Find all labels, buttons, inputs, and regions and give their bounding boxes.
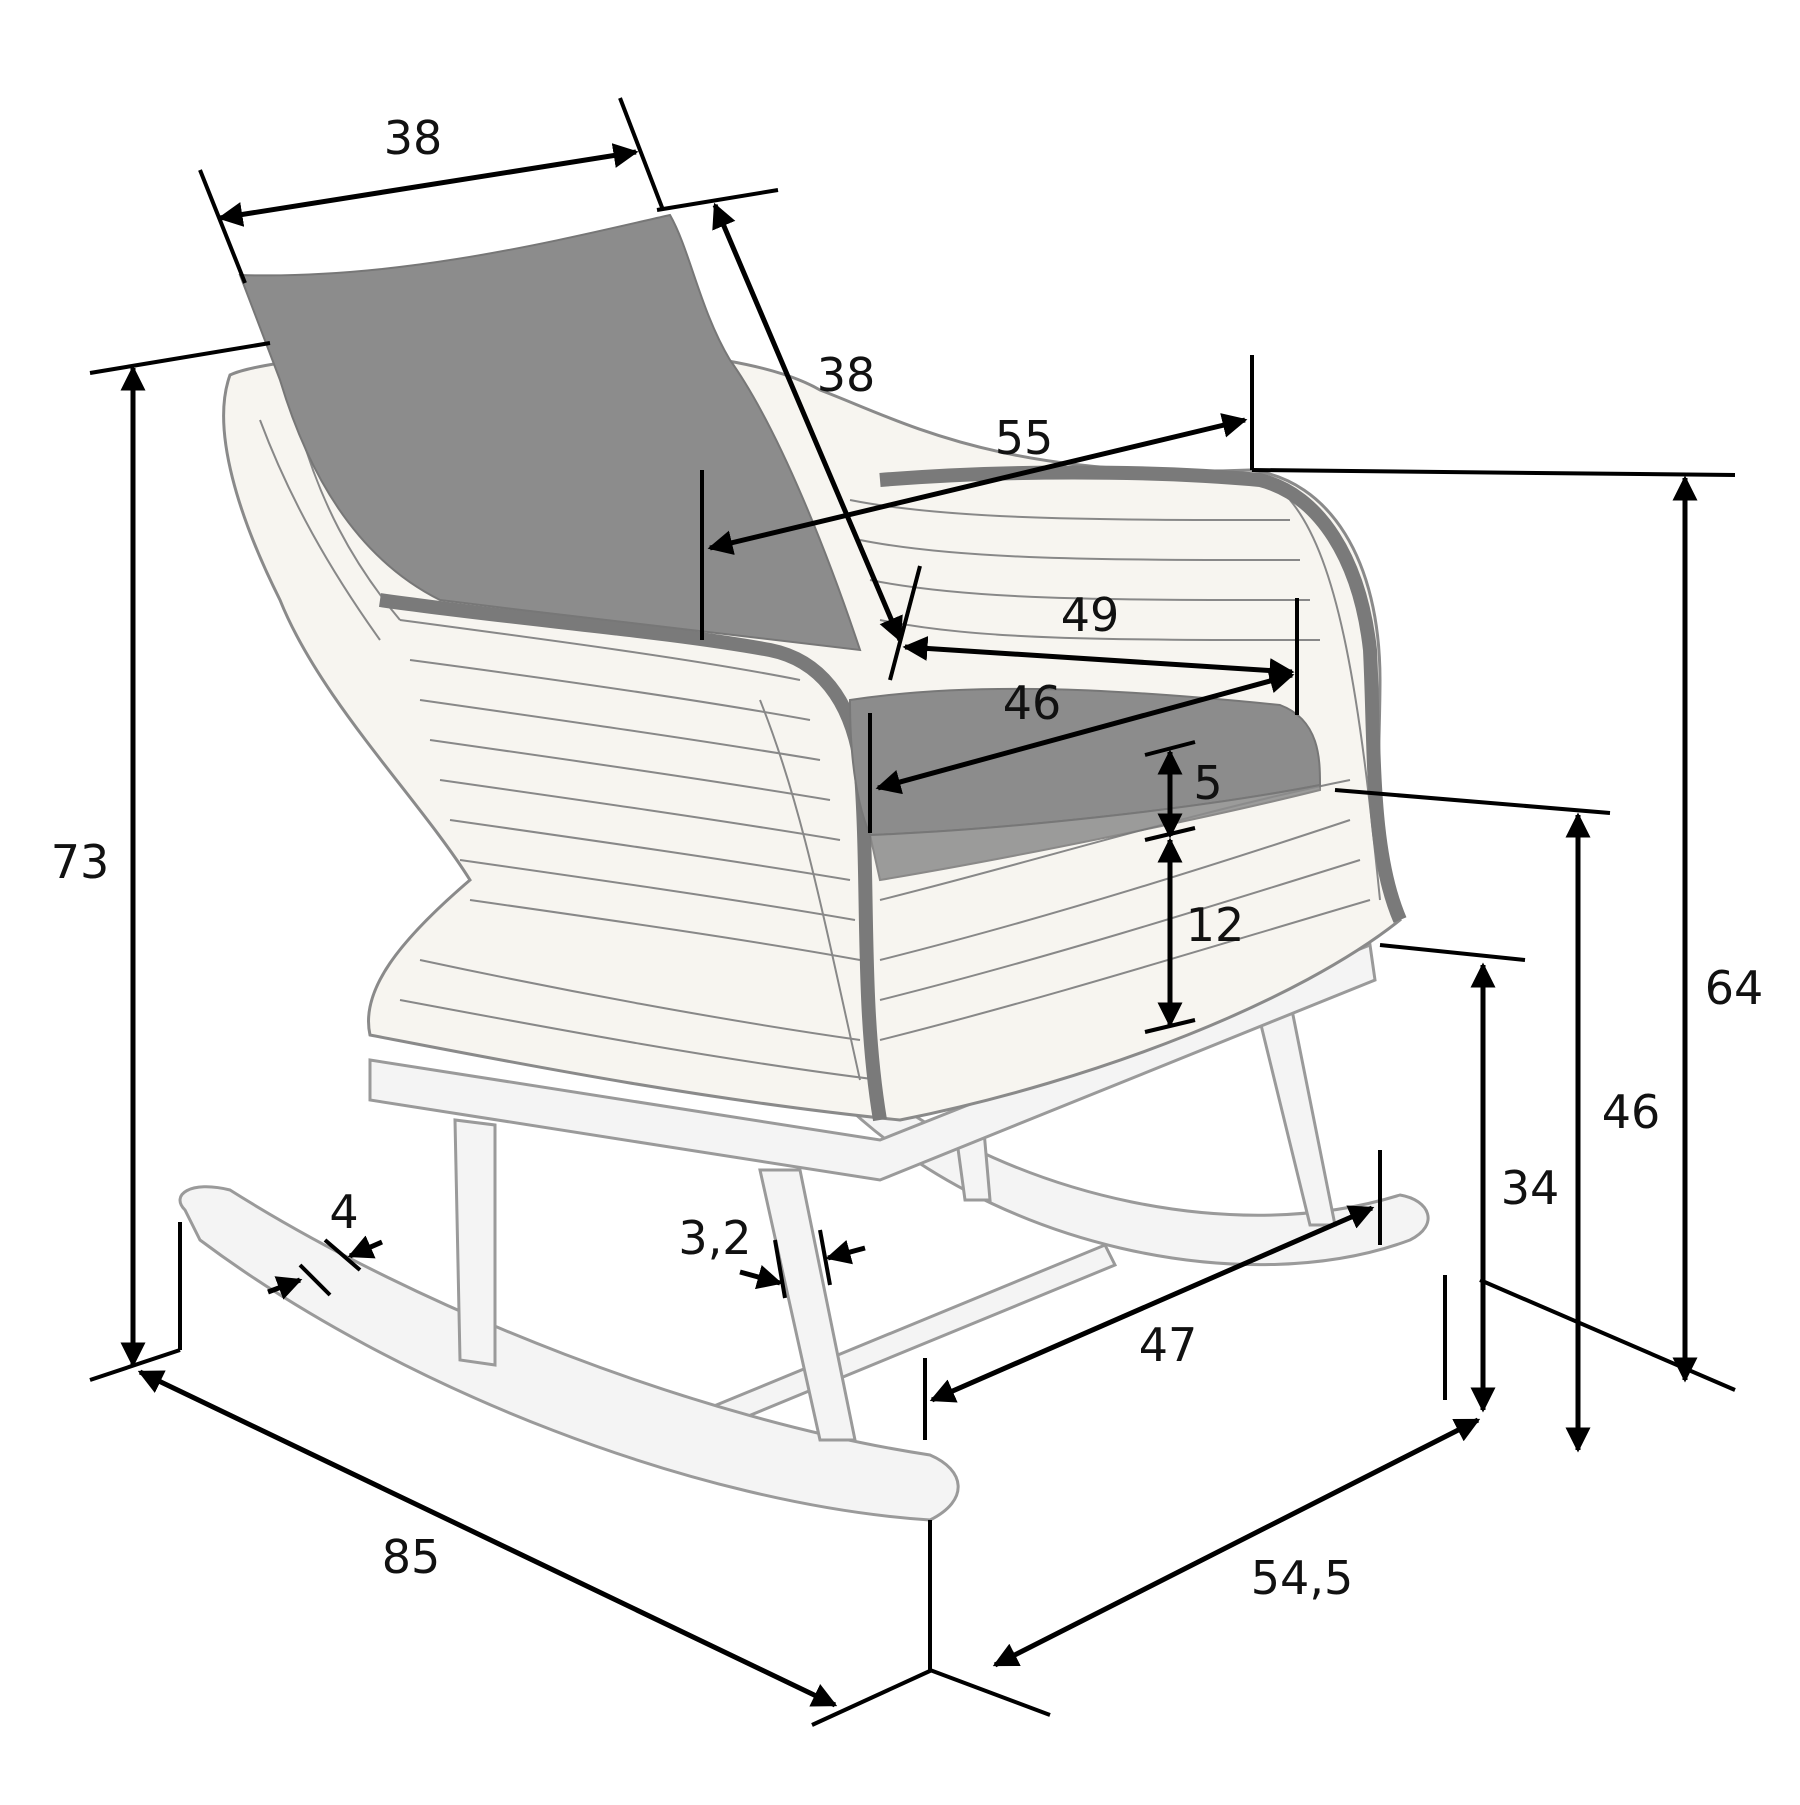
label-backrest-width: 38: [383, 111, 443, 165]
label-seat-height: 46: [1601, 1085, 1661, 1139]
dim-line-depth: [992, 1417, 1481, 1668]
front-left-leg: [453, 1118, 497, 1367]
label-overall-width: 55: [994, 411, 1054, 465]
dim-line-leg-diameter-b: [825, 1240, 866, 1265]
label-leg-diameter: 3,2: [678, 1211, 752, 1265]
label-seat-frame-height: 12: [1185, 898, 1245, 952]
dim-line-backrest-width: [217, 143, 639, 227]
label-cushion-thickness: 5: [1193, 756, 1223, 810]
label-seat-depth: 49: [1060, 588, 1120, 642]
label-rocker-thickness: 4: [329, 1185, 359, 1239]
dim-line-seat-depth: [902, 635, 1295, 684]
dimension-lines: [89, 97, 1736, 1727]
label-rocker-length: 85: [381, 1530, 441, 1584]
dim-line-rocker-thickness-a: [267, 1276, 303, 1300]
label-depth: 54,5: [1250, 1551, 1354, 1605]
dim-line-leg-diameter-a: [739, 1264, 783, 1290]
dim-line-rocker-length: [137, 1369, 838, 1708]
label-backrest-height: 38: [816, 348, 876, 402]
label-frame-height: 34: [1500, 1161, 1560, 1215]
dim-line-rocker-inner-width: [929, 1205, 1375, 1403]
label-armrest-height: 64: [1704, 961, 1764, 1015]
dim-line-seat-width: [875, 668, 1295, 795]
weave-pattern: [259, 419, 1381, 1081]
label-total-height: 73: [50, 835, 110, 889]
label-seat-width: 46: [1002, 676, 1062, 730]
dim-line-rocker-thickness-b: [347, 1235, 384, 1259]
seat-cushion-front: [868, 783, 1321, 882]
dim-line-overall-width: [707, 413, 1248, 555]
label-rocker-inner-width: 47: [1138, 1318, 1198, 1372]
seat-base-board: [368, 942, 1377, 1182]
